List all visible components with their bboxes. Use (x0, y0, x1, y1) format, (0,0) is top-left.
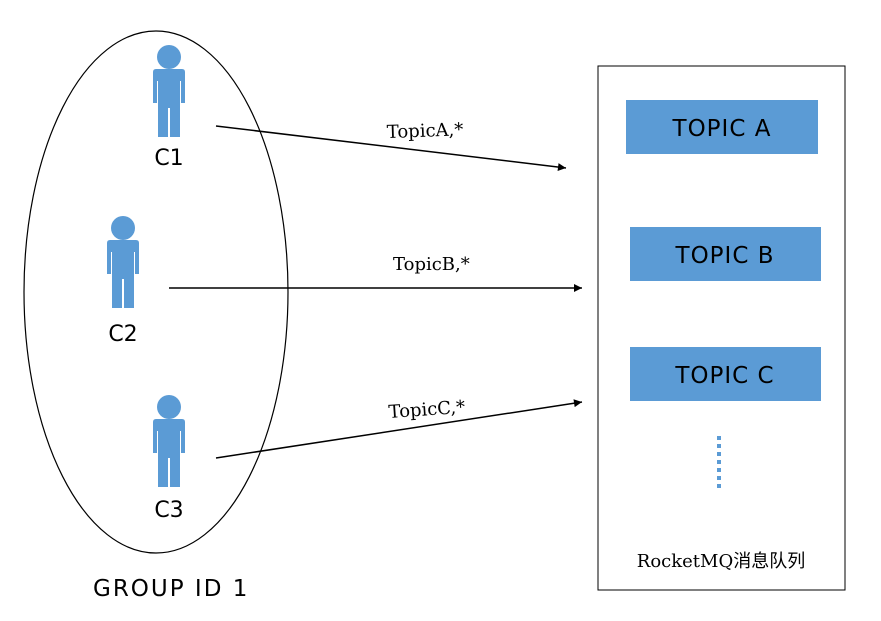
consumer-c1: C1 (153, 45, 185, 171)
subscription-arrow-a (215, 125, 567, 172)
topic-label-a: TOPIC A (672, 116, 772, 142)
topic-box-b: TOPIC B (630, 227, 821, 281)
topic-box-c: TOPIC C (630, 347, 821, 401)
person-icon (153, 395, 185, 487)
consumer-c2: C2 (107, 216, 139, 347)
subscription-arrow-c (215, 399, 583, 459)
group-id-label: GROUP ID 1 (93, 576, 249, 602)
queue-title: RocketMQ消息队列 (637, 551, 805, 572)
subscription-label-a: TopicA,* (386, 119, 463, 143)
topic-box-a-rect (626, 100, 818, 154)
topic-label-b: TOPIC B (675, 243, 775, 269)
consumer-label: C2 (108, 322, 137, 347)
consumer-label: C3 (154, 498, 183, 523)
topic-box-b-rect (630, 227, 821, 281)
subscription-label-c: TopicC,* (388, 397, 466, 423)
consumer-c3: C3 (153, 395, 185, 523)
topic-box-c-rect (630, 347, 821, 401)
consumer-group-ellipse (23, 30, 289, 554)
topic-label-c: TOPIC C (674, 363, 774, 389)
person-icon (153, 45, 185, 137)
consumer-label: C1 (154, 146, 183, 171)
person-icon (107, 216, 139, 308)
topic-box-a: TOPIC A (626, 100, 818, 154)
subscription-label-b: TopicB,* (393, 254, 470, 275)
